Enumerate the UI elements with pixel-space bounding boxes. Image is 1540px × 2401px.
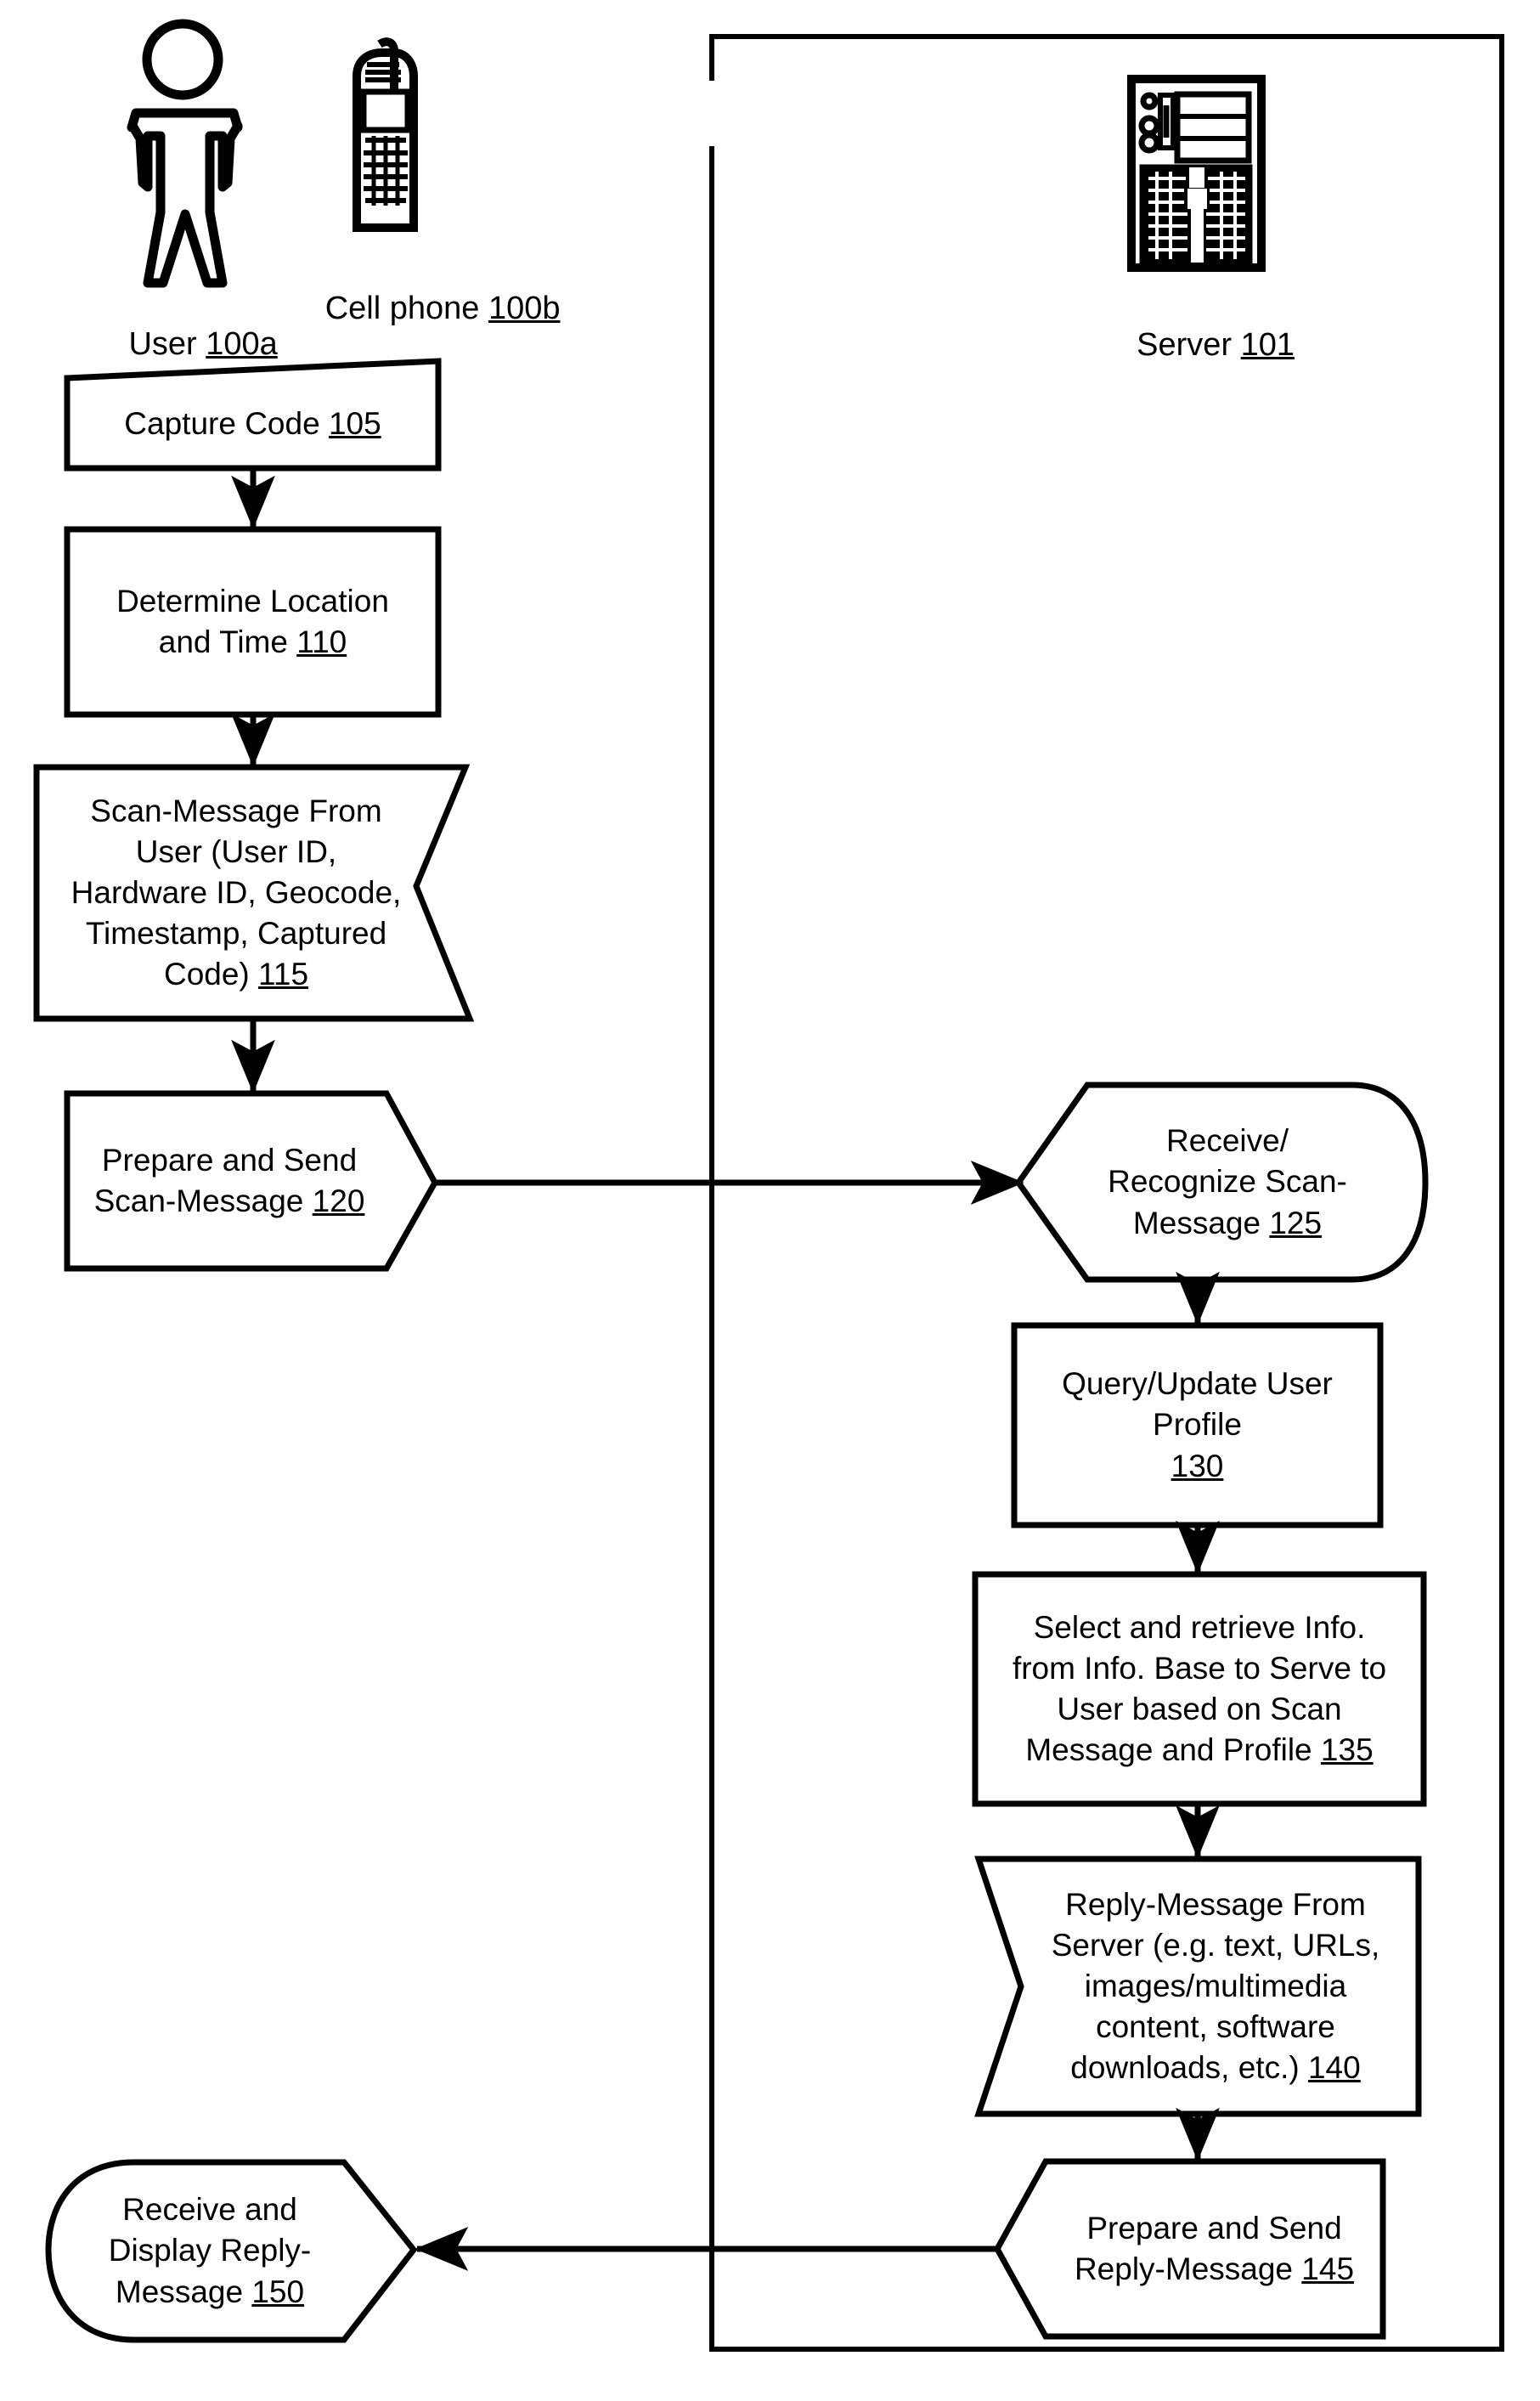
- node-135-line-1: from Info. Base to Serve to: [1012, 1650, 1387, 1686]
- cell-phone-label-text: Cell phone: [324, 291, 488, 327]
- node-140-line-4: downloads, etc.): [1070, 2050, 1308, 2086]
- node-140-line-2: images/multimedia: [1084, 1968, 1347, 2003]
- node-130-line-1: Profile: [1153, 1407, 1242, 1443]
- server-label: Server 101: [1045, 283, 1351, 409]
- node-label-140: Reply-Message From Server (e.g. text, UR…: [1013, 1859, 1419, 2114]
- node-115-line-3: Timestamp, Captured: [85, 916, 387, 952]
- node-125-line-1: Recognize Scan-: [1108, 1164, 1347, 1200]
- user-label: User 100a: [75, 282, 296, 408]
- node-125-line-2: Message: [1132, 1205, 1270, 1240]
- node-135-line-0: Select and retrieve Info.: [1033, 1609, 1366, 1645]
- node-110-ref: 110: [296, 624, 347, 659]
- node-label-130: Query/Update User Profile 130: [1014, 1325, 1380, 1525]
- node-115-line-0: Scan-Message From: [90, 793, 382, 828]
- node-label-150: Receive and Display Reply- Message 150: [65, 2162, 355, 2340]
- node-115-ref: 115: [258, 957, 309, 992]
- node-125-ref: 125: [1269, 1205, 1323, 1240]
- cell-phone-label: Cell phone 100b: [255, 246, 595, 372]
- server-tower-icon: [1127, 75, 1266, 272]
- node-110-line-0: Determine Location: [116, 583, 389, 619]
- person-icon: [127, 19, 243, 288]
- node-120-line-0: Prepare and Send: [101, 1142, 358, 1178]
- node-110-line-1: and Time: [158, 624, 297, 659]
- server-ref: 101: [1240, 327, 1295, 364]
- node-135-ref: 135: [1320, 1732, 1374, 1768]
- node-145-line-0: Prepare and Send: [1086, 2210, 1342, 2246]
- node-135-line-2: User based on Scan: [1057, 1692, 1342, 1726]
- node-label-105: Capture Code 105: [67, 381, 438, 468]
- node-135-line-3: Message and Profile: [1025, 1732, 1321, 1768]
- node-150-line-2: Message: [115, 2274, 252, 2309]
- node-label-125: Receive/ Recognize Scan- Message 125: [1058, 1085, 1397, 1280]
- node-130-ref: 130: [1171, 1448, 1224, 1483]
- node-150-line-1: Display Reply-: [108, 2233, 312, 2268]
- cell-phone-ref: 100b: [488, 291, 561, 327]
- user-label-text: User: [128, 326, 206, 363]
- node-115-line-1: User (User ID,: [135, 833, 337, 869]
- user-ref: 100a: [206, 326, 278, 363]
- node-125-line-0: Receive/: [1166, 1123, 1289, 1159]
- node-label-115: Scan-Message From User (User ID, Hardwar…: [37, 767, 436, 1019]
- node-label-110: Determine Location and Time 110: [67, 529, 438, 715]
- node-label-120: Prepare and Send Scan-Message 120: [59, 1093, 399, 1268]
- node-140-line-1: Server (e.g. text, URLs,: [1051, 1927, 1380, 1963]
- node-115-line-2: Hardware ID, Geocode,: [71, 874, 402, 910]
- node-label-135: Select and retrieve Info. from Info. Bas…: [975, 1574, 1424, 1804]
- cell-phone-icon: [353, 37, 418, 232]
- node-label-145: Prepare and Send Reply-Message 145: [1046, 2161, 1383, 2336]
- node-145-line-1: Reply-Message: [1074, 2251, 1302, 2286]
- node-120-line-1: Scan-Message: [93, 1184, 313, 1218]
- node-150-ref: 150: [251, 2274, 305, 2309]
- node-105-ref: 105: [328, 406, 381, 442]
- node-140-ref: 140: [1307, 2050, 1361, 2086]
- node-120-ref: 120: [312, 1184, 365, 1218]
- node-105-line-0: Capture Code: [124, 406, 329, 442]
- node-140-line-0: Reply-Message From: [1065, 1886, 1366, 1922]
- node-140-line-3: content, software: [1096, 2009, 1335, 2045]
- node-130-line-0: Query/Update User: [1062, 1366, 1333, 1402]
- node-115-line-4: Code): [163, 957, 259, 992]
- node-150-line-0: Receive and: [122, 2192, 297, 2228]
- server-label-text: Server: [1137, 327, 1241, 364]
- node-145-ref: 145: [1301, 2251, 1355, 2286]
